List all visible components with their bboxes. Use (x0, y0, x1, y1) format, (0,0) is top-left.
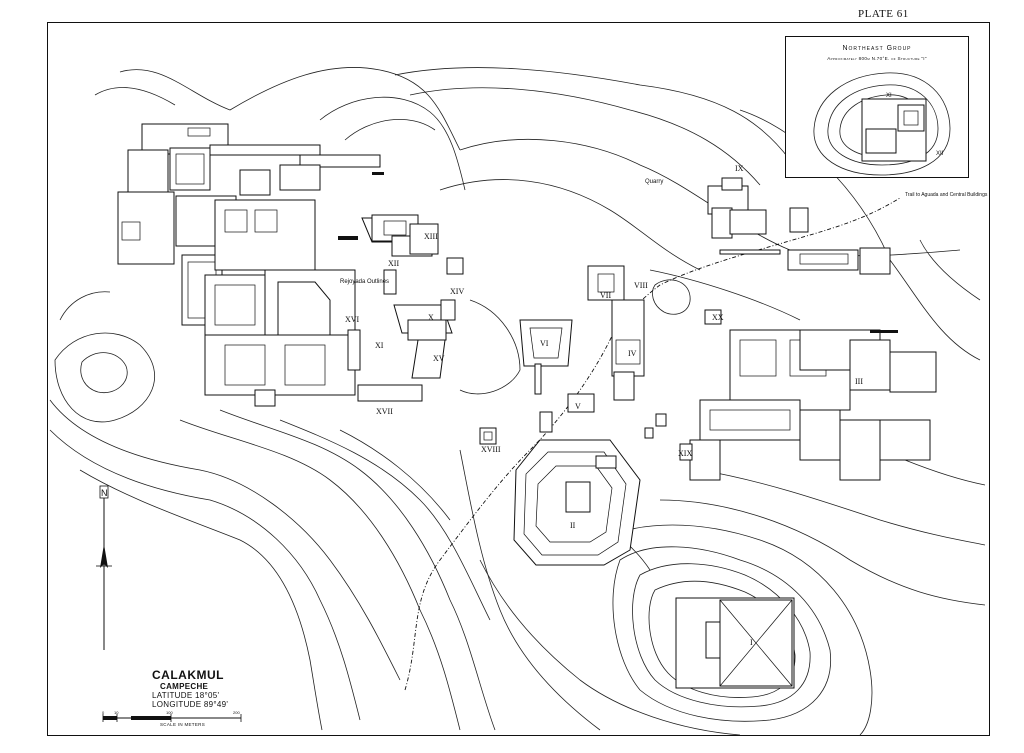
label-structure-i: I (750, 638, 753, 647)
label-structure-xx: XX (712, 313, 724, 322)
trail-label: Trail to Aguada and Central Buildings (905, 192, 988, 198)
inset-subtitle: Approximately 800m N.70°E. of Structure … (827, 56, 927, 61)
label-structure-xix: XIX (678, 449, 692, 458)
scale-caption: SCALE IN METERS (160, 722, 206, 727)
central-plaza[interactable] (347, 214, 464, 402)
scale-tick-10: 10 (114, 710, 119, 715)
central-east[interactable] (479, 265, 645, 445)
site-latitude: LATITUDE 18°05' (152, 691, 220, 700)
scale-tick-0: 0 (102, 710, 105, 715)
plate-number: PLATE 61 (858, 8, 909, 20)
label-structure-xv: XV (433, 354, 445, 363)
structure-ii[interactable] (513, 439, 641, 566)
scale-bar: 0 10 100 200 (102, 710, 242, 722)
rejoyada-label: Rejoyada Outlines (340, 279, 389, 285)
inset-label-xii: XII (936, 151, 944, 157)
east-group[interactable] (644, 177, 937, 481)
west-group[interactable] (117, 123, 384, 407)
label-structure-viii: VIII (634, 281, 648, 290)
label-structure-ii: II (570, 521, 576, 530)
label-structure-xiii: XIII (424, 232, 438, 241)
label-structure-xii: XII (388, 259, 399, 268)
scale-tick-100: 100 (166, 710, 173, 715)
trail-path (404, 197, 901, 691)
site-title: CALAKMUL (152, 668, 224, 682)
northeast-group-inset[interactable]: Northeast Group Approximately 800m N.70°… (785, 36, 969, 178)
inset-title: Northeast Group (842, 45, 912, 52)
label-structure-ix: IX (735, 164, 744, 173)
label-structure-vi: VI (540, 339, 549, 348)
north-arrow: N (96, 485, 112, 650)
inset-label-xi: XI (886, 93, 892, 99)
structure-labels: I II IV VIII VI X XI XV XVI XVII XVIII X… (345, 164, 863, 647)
inset-map: XI XII (813, 72, 951, 176)
label-structure-x: X (428, 313, 434, 322)
label-structure-xviii: XVIII (481, 445, 501, 454)
label-structure-iii: III (855, 377, 863, 386)
label-structure-xiv: XIV (450, 287, 464, 296)
label-structure-v: V (575, 402, 581, 411)
scale-tick-200: 200 (233, 710, 240, 715)
north-symbol: N (101, 488, 108, 498)
label-structure-vii: VII (600, 291, 611, 300)
map-border (47, 22, 990, 736)
site-longitude: LONGITUDE 89°49' (152, 700, 229, 709)
title-block: CALAKMUL CAMPECHE LATITUDE 18°05' LONGIT… (152, 668, 228, 709)
label-structure-iv: IV (628, 349, 637, 358)
label-structure-xvi: XVI (345, 315, 360, 324)
site-state: CAMPECHE (160, 682, 209, 691)
quarry-label: Quarry (645, 179, 663, 185)
label-structure-xvii: XVII (376, 407, 393, 416)
label-structure-xi: XI (375, 341, 384, 350)
structure-i[interactable] (675, 597, 795, 689)
